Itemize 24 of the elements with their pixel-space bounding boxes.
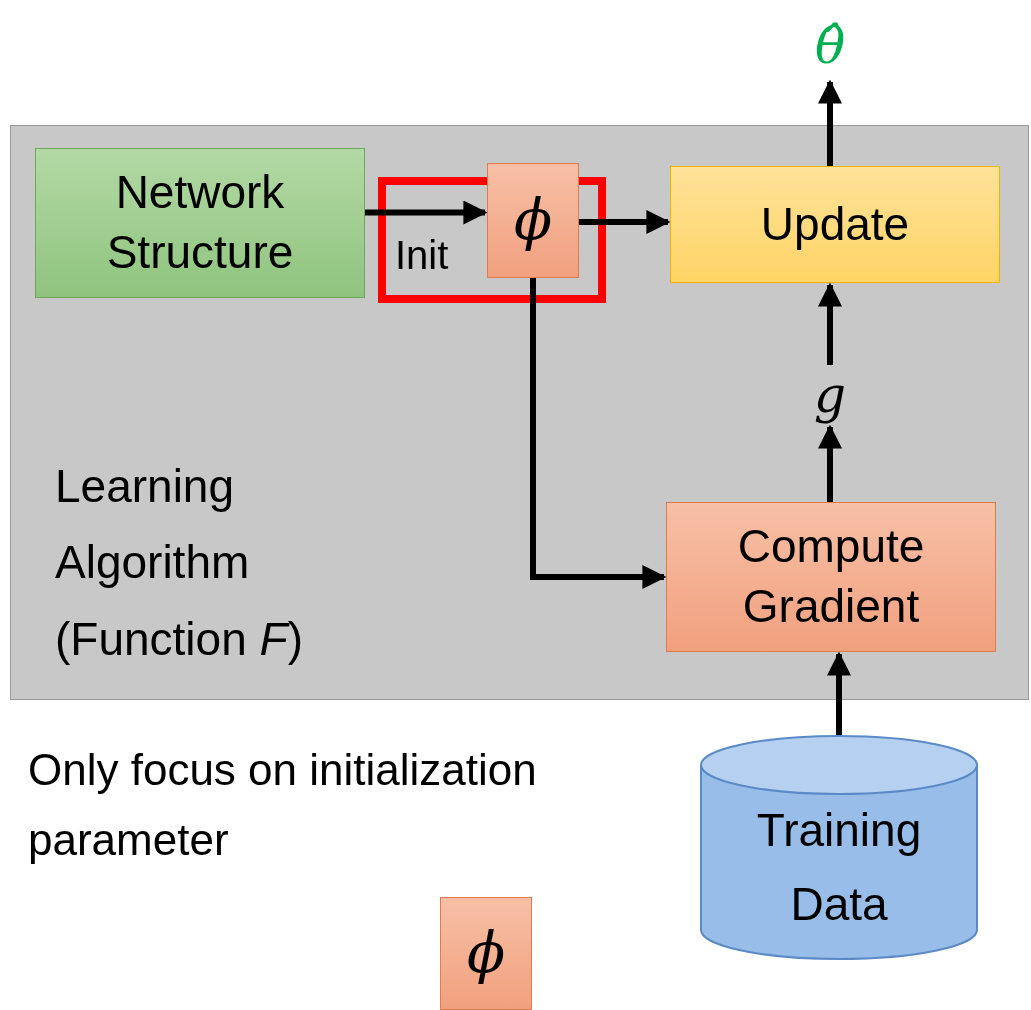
process-box: [487, 163, 579, 278]
arrow: [818, 424, 842, 502]
panel-title: Learning Algorithm (Function F): [55, 459, 304, 667]
node-label: Training Data: [755, 802, 923, 932]
node-label: Compute Gradient: [736, 519, 926, 634]
node-label: Network Structure: [105, 165, 295, 280]
edge-label: Init: [395, 234, 449, 275]
process-box: [35, 148, 365, 298]
process-box: [440, 897, 532, 1010]
node-label: ϕ: [513, 186, 553, 255]
process-box: [666, 502, 996, 652]
arrow: [818, 79, 842, 166]
algorithm-panel: [10, 125, 1029, 700]
node-label: θ̂: [814, 21, 846, 71]
arrow: [530, 278, 667, 589]
node-label: Update: [760, 196, 910, 252]
arrow: [365, 200, 488, 225]
node-label: ϕ: [466, 919, 506, 988]
database-cylinder: [700, 735, 978, 960]
arrow: [818, 282, 842, 365]
process-box: [670, 166, 1000, 283]
arrow: [579, 210, 671, 234]
note-text: Only focus on initialization parameter: [28, 744, 538, 867]
arrow: [827, 651, 851, 735]
